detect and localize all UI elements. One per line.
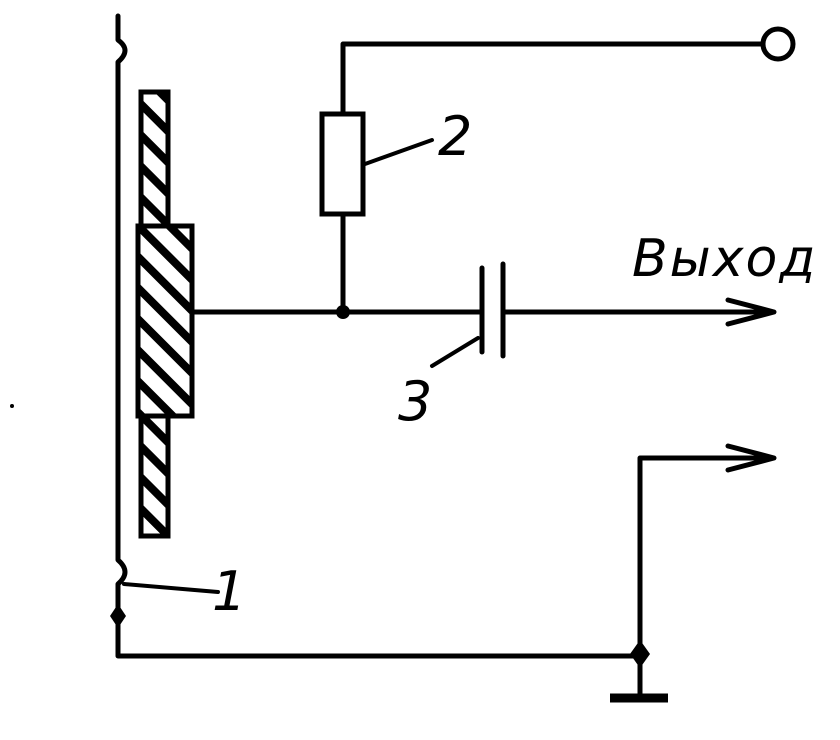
leader-line-2 xyxy=(363,138,434,166)
resistor-lead-upper xyxy=(340,41,765,117)
element-1-lower-lead xyxy=(115,589,643,659)
arrow-icon xyxy=(725,297,777,327)
element-label-3: 3 xyxy=(398,370,432,433)
leader-line-1 xyxy=(122,582,220,594)
ground-return-wire xyxy=(637,455,773,659)
terminal-icon xyxy=(760,26,796,62)
leader-line-3 xyxy=(430,336,480,368)
output-label: Выход xyxy=(632,229,817,289)
element-label-2: 2 xyxy=(438,105,472,168)
stray-dot xyxy=(10,404,14,408)
resistor-body xyxy=(319,111,366,217)
hatched-plate-upper xyxy=(138,89,171,233)
arrow-icon xyxy=(725,443,777,473)
junction-diamond-left xyxy=(110,604,126,628)
hatched-plate-center xyxy=(135,223,195,419)
hatched-plate-lower xyxy=(138,409,171,539)
element-1-conductor xyxy=(115,13,128,595)
element-label-1: 1 xyxy=(212,560,246,623)
